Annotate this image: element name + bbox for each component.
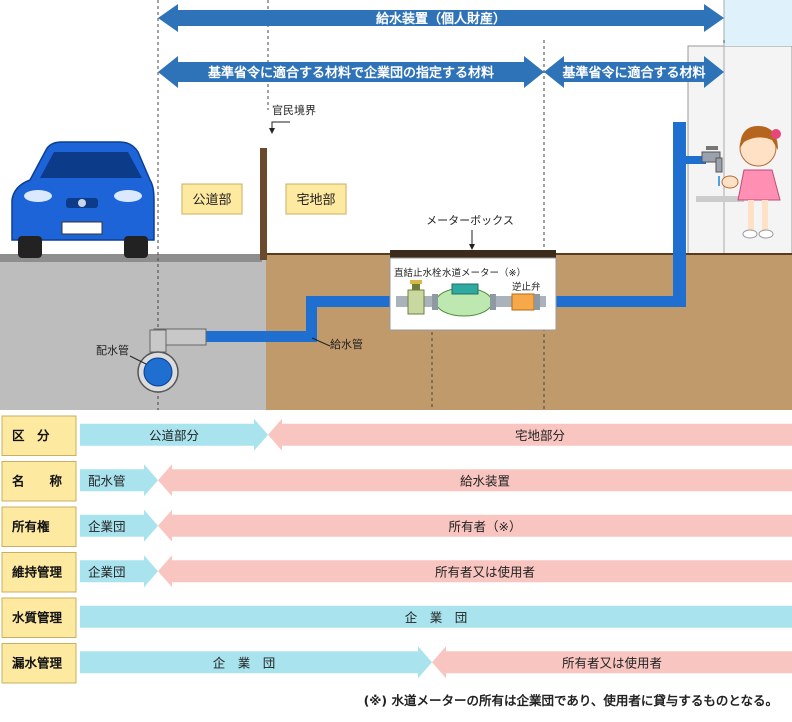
arrow-left-text: 企 業 団 [213,655,276,670]
row-label-box [1,461,77,502]
arrow-left [80,555,158,588]
footnote: (※) 水道メーターの所有は企業団であり、使用者に貸与するものとなる。 [363,693,778,708]
row-label: 維持管理 [12,564,63,579]
arrow-right-text: 宅地部分 [515,428,565,443]
stop-valve-icon [407,289,425,315]
band-designated-material: 基準省令に適合する材料で企業団の指定する材料 [158,56,544,88]
arrow-left-text: 公道部分 [149,428,199,443]
boundary-wall [260,148,267,260]
meter-box-label: メーターボックス [426,214,514,227]
arrow-right-text: 所有者又は使用者 [435,564,535,579]
arrow-left [80,464,158,497]
table-row: 維持管理 企業団 所有者又は使用者 [1,552,792,593]
check-valve-icon [511,293,535,311]
service-pipe-label: 給水管 [330,337,363,351]
row-label: 名 称 [12,473,63,488]
stop-valve-label: 直結止水栓 [394,267,442,279]
arrow-full-text: 企 業 団 [405,610,468,625]
table-rows: 区 分公道部分宅地部分名 称配水管給水装置所有権企業団所有者（※）維持管理企業団… [1,415,792,684]
row-label: 区 分 [12,428,50,443]
table-row: 名 称 配水管 給水装置 [1,461,792,502]
row-label: 漏水管理 [12,655,63,670]
row-label-box [1,597,77,638]
girl-icon [721,126,781,239]
house-window [724,0,792,46]
boundary-label: 官民境界 [272,103,316,117]
table-row: 区 分 公道部分 宅地部分 [1,415,792,456]
service-pipe [200,122,706,342]
house-ledge [696,196,744,202]
row-label-box [1,552,77,593]
zone-public-label: 公道部 [192,193,231,208]
table-area [0,410,792,680]
zone-public-box [181,183,243,215]
arrow-left [80,418,268,451]
meter-box: メーターボックス 直結止水栓 水道メーター（※） 逆止弁 [389,214,557,331]
table-row: 水質管理 企 業 団 [1,597,792,638]
arrow-left [80,646,432,679]
row-label-box [1,643,77,684]
table-row: 所有権 企業団 所有者（※） [1,506,792,547]
row-label-box [1,415,77,456]
band-standard-material: 基準省令に適合する材料 [544,56,724,88]
distribution-pipe [137,328,207,393]
zone-private-box [285,183,347,215]
arrow-right [158,555,792,588]
arrow-right [158,464,792,497]
band-standard-material-text: 基準省令に適合する材料 [561,65,705,81]
arrow-left-text: 企業団 [88,519,126,534]
band-designated-material-text: 基準省令に適合する材料で企業団の指定する材料 [207,65,494,81]
row-label-box [1,506,77,547]
row-label: 水質管理 [12,610,63,625]
faucet-icon [701,146,723,186]
row-label: 所有権 [12,519,50,534]
band-water-supply-device-text: 給水装置（個人財産） [376,11,506,27]
arrow-left-text: 企業団 [88,564,126,579]
distribution-pipe-label: 配水管 [96,343,129,357]
band-water-supply-device: 給水装置（個人財産） [158,4,724,32]
water-meter-label: 水道メーター（※） [442,267,526,279]
zone-private-label: 宅地部 [296,193,335,208]
arrow-right-text: 所有者又は使用者 [562,655,662,670]
arrow-left-text: 配水管 [88,473,126,488]
arrow-left [80,509,158,542]
check-valve-label: 逆止弁 [512,281,541,293]
table-row: 漏水管理 企 業 団 所有者又は使用者 [1,643,792,684]
car-icon [11,141,155,258]
arrow-right [268,418,792,451]
arrow-right [432,646,792,679]
arrow-right-text: 所有者（※） [449,519,522,534]
arrow-right [158,509,792,542]
arrow-right-text: 給水装置 [460,473,510,488]
boundary-pointer [271,121,290,130]
arrow-full [80,605,792,628]
